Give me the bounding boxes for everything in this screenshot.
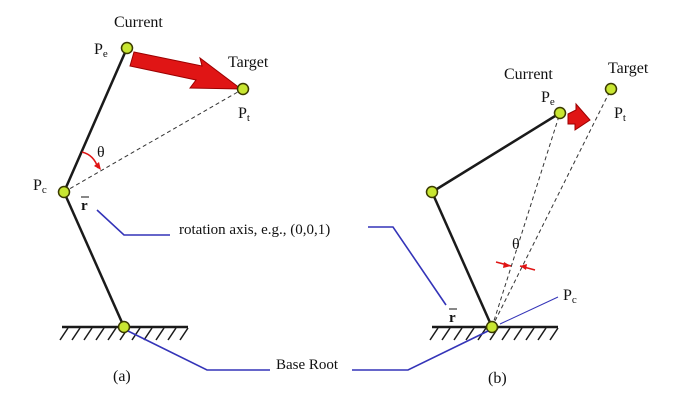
joint-pc-a (57, 185, 71, 199)
joint-base-b (485, 320, 499, 334)
dashed-to-target-b (491, 88, 612, 328)
caption-b: (b) (488, 370, 507, 387)
r-vector-label-a: r (81, 198, 88, 214)
theta-arrowhead-a (94, 162, 101, 170)
panel-b: Current Target Pe Pt Pc θ r (b) (425, 60, 649, 387)
theta-label-b: θ (512, 236, 520, 253)
dashed-to-current-b (491, 112, 561, 328)
link-upper-a (62, 47, 129, 193)
rotation-axis-label: rotation axis, e.g., (0,0,1) (179, 222, 330, 238)
pc-label-b: Pc (563, 287, 577, 306)
theta-label-a: θ (97, 144, 105, 161)
current-label-b: Current (504, 66, 553, 83)
callouts: rotation axis, e.g., (0,0,1) Base Root (96, 209, 489, 373)
base-root-leader-a (127, 330, 270, 371)
joint-pt-a (236, 82, 250, 96)
joint-base-a (117, 320, 131, 334)
pe-label-a: Pe (94, 41, 108, 60)
theta-tick-left-head-b (503, 262, 511, 268)
joint-mid-b (425, 185, 439, 199)
big-red-arrow-a (129, 51, 243, 90)
dashed-to-target-a (63, 88, 244, 193)
rotation-axis-leader-a (96, 209, 170, 236)
rotation-axis-leader-b (368, 226, 447, 306)
small-red-arrow-b (567, 102, 591, 131)
joint-pe-b (553, 106, 567, 120)
target-label-a: Target (228, 54, 269, 71)
panel-a: Current Target Pe Pt Pc θ r (a) (33, 14, 269, 385)
base-root-label: Base Root (276, 357, 339, 373)
link-lower-a (62, 191, 126, 328)
r-vector-label-b: r (449, 310, 456, 326)
base-root-leader-b (352, 330, 489, 371)
joint-pt-b (604, 82, 618, 96)
caption-a: (a) (113, 368, 131, 385)
pt-label-b: Pt (614, 105, 626, 124)
pc-leader-b (499, 296, 559, 325)
target-label-b: Target (608, 60, 649, 77)
current-label-a: Current (114, 14, 163, 31)
pc-label-a: Pc (33, 177, 47, 196)
pt-label-a: Pt (238, 105, 250, 124)
pe-label-b: Pe (541, 89, 555, 108)
link-lower-b (430, 191, 494, 328)
theta-tick-right-head-b (520, 264, 527, 270)
ground-hatch-a (59, 327, 189, 341)
joint-pe-a (120, 41, 134, 55)
link-upper-b (431, 111, 561, 194)
